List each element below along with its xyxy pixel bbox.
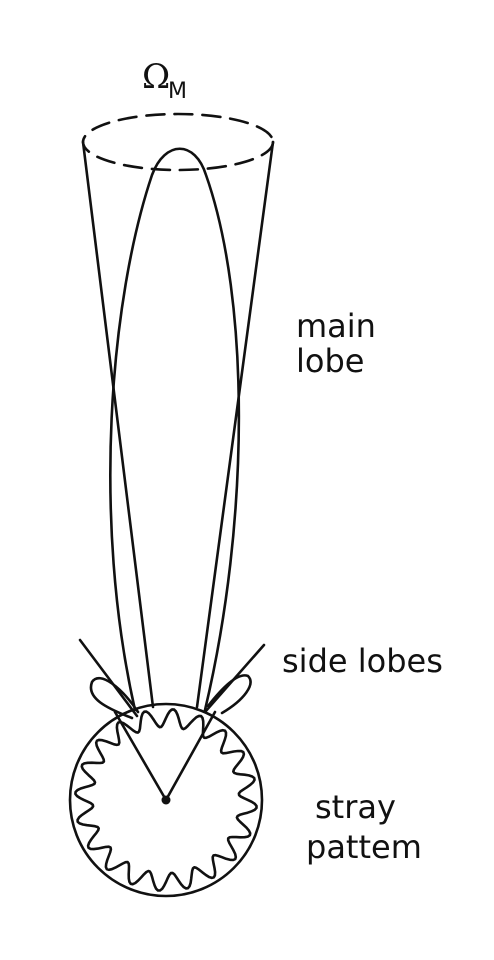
side-lobe-right: [206, 674, 252, 715]
stray-pattern-circle: [68, 702, 264, 898]
main-lobe-label-line1: main: [296, 307, 376, 345]
side-lobe-left-axis: [78, 638, 139, 718]
beam-cone-left-edge: [81, 140, 155, 709]
main-lobe-label-line2: lobe: [296, 342, 364, 380]
stray-pattern-label-line1: stray: [315, 788, 396, 826]
center-to-left-line: [113, 710, 168, 802]
antenna-center-dot: [161, 795, 171, 805]
beam-solid-angle-ellipse: [81, 112, 275, 172]
side-lobe-left: [89, 676, 140, 720]
stray-pattern-label-line2: pattem: [306, 828, 422, 866]
beam-cone-right-edge: [195, 140, 275, 709]
omega-symbol: Ω: [142, 57, 170, 97]
center-to-right-line: [164, 710, 217, 802]
omega-subscript: M: [168, 79, 187, 104]
stray-pattern-wave: [74, 708, 258, 892]
main-lobe-outline: [109, 147, 241, 712]
side-lobe-right-axis: [203, 643, 266, 714]
side-lobes-label: side lobes: [282, 642, 443, 680]
